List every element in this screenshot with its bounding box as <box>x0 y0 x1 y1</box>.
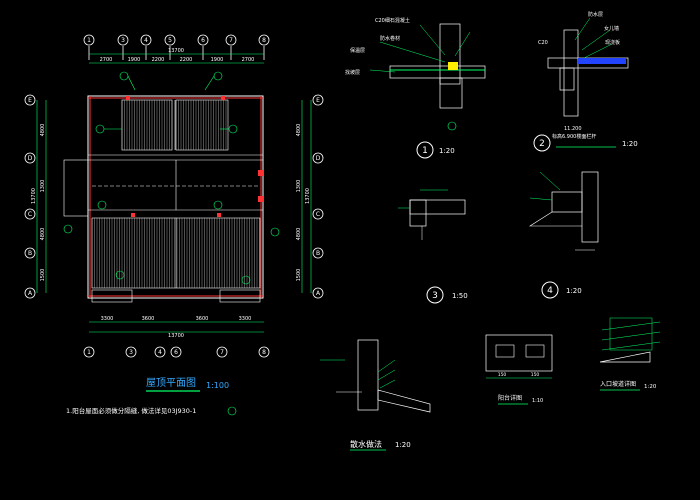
balcony-scale: 1:10 <box>532 398 543 404</box>
axis-label-top: 3 <box>121 37 125 44</box>
detail1-scale: 1:20 <box>439 147 455 155</box>
dimension-lines-side <box>36 100 312 293</box>
detail1-label: C20细石混凝土 <box>375 17 410 24</box>
dim-left: 1300 <box>40 180 46 193</box>
axis-label-right: E <box>316 97 320 104</box>
detail-2: 防水层 女儿墙 现浇板 C20 11.200 标高6.900楼面栏杆 2 1:2… <box>533 11 638 152</box>
detail2-note: 11.200 <box>564 126 582 132</box>
entrance-title: 入口坡道详图 <box>600 380 636 388</box>
plan-scale: 1:100 <box>206 381 229 390</box>
detail-1: C20细石混凝土 防水卷材 保温层 找坡层 1 1:20 <box>345 17 486 159</box>
plan-title: 屋顶平面图 <box>146 377 196 389</box>
axis-label-top: 6 <box>201 37 205 44</box>
detail2-top-label: C20 <box>538 40 548 46</box>
axis-label-right: D <box>316 155 321 162</box>
axis-label-top: 8 <box>262 37 266 44</box>
axis-label-right: A <box>316 290 321 297</box>
dimension-lines-top <box>89 53 264 64</box>
dim-top: 1900 <box>211 57 224 63</box>
axis-label-right: C <box>316 211 320 218</box>
axis-label-bottom: 3 <box>129 349 133 356</box>
axis-bubbles-top <box>88 46 265 60</box>
axis-label-left: D <box>28 155 33 162</box>
balcony-detail: 150 150 阳台详图 1:10 <box>485 334 553 405</box>
dim-right: 1500 <box>296 269 302 282</box>
dim-top: 2700 <box>100 57 113 63</box>
plan-internal-lines <box>63 100 263 303</box>
dim-top: 2200 <box>152 57 165 63</box>
roof-outline <box>87 95 264 299</box>
plan-note: 1.阳台屋面必须做分隔缝, 做法详见03J930-1 <box>66 406 196 415</box>
dimension-lines-bottom <box>89 321 264 333</box>
entrance-ramp-detail: 入口坡道详图 1:20 <box>599 317 661 391</box>
apron-detail: 散水做法 1:20 <box>320 339 431 451</box>
axis-label-bottom: 1 <box>87 349 91 356</box>
axis-label-left: B <box>28 250 32 257</box>
axis-label-left: A <box>28 290 33 297</box>
axis-label-bottom: 6 <box>174 349 178 356</box>
detail2-label: 女儿墙 <box>604 25 619 32</box>
axis-bubbles-top-circles <box>83 34 270 46</box>
dim-total-bottom: 13700 <box>168 333 184 339</box>
plan-callouts <box>63 71 280 285</box>
axis-label-right: B <box>316 250 320 257</box>
detail1-label: 保温层 <box>350 47 365 54</box>
dim-right: 4800 <box>296 124 302 137</box>
detail1-label: 防水卷材 <box>380 35 400 42</box>
axis-label-top: 5 <box>168 37 172 44</box>
axis-label-top: 7 <box>229 37 233 44</box>
detail-3: 3 1:50 <box>398 189 468 304</box>
apron-scale: 1:20 <box>395 441 411 449</box>
axis-label-top: 4 <box>144 37 148 44</box>
detail-4: 4 1:20 <box>528 171 599 299</box>
axis-label-bottom: 8 <box>262 349 266 356</box>
dim-top: 2700 <box>242 57 255 63</box>
apron-title: 散水做法 <box>350 439 382 449</box>
balcony-dim: 150 <box>498 372 507 378</box>
dim-bottom: 3600 <box>196 316 209 322</box>
dim-left: 1500 <box>40 269 46 282</box>
detail4-number: 4 <box>547 286 553 296</box>
axis-label-top: 1 <box>87 37 91 44</box>
detail2-number: 2 <box>539 139 545 149</box>
detail2-label: 防水层 <box>588 11 603 18</box>
dim-bottom: 3300 <box>239 316 252 322</box>
detail4-scale: 1:20 <box>566 287 582 295</box>
detail2-scale: 1:20 <box>622 140 638 148</box>
axis-label-left: C <box>28 211 32 218</box>
dim-top: 1900 <box>128 57 141 63</box>
dim-left: 4800 <box>40 228 46 241</box>
axis-label-left: E <box>28 97 32 104</box>
roof-slope-upper <box>121 99 229 151</box>
detail3-number: 3 <box>432 291 438 301</box>
roof-plan: 1 3 4 5 6 7 8 13700 2700 1900 2200 2200 … <box>24 34 324 416</box>
dim-total-right: 13700 <box>305 188 311 204</box>
detail3-scale: 1:50 <box>452 292 468 300</box>
dim-right: 4800 <box>296 228 302 241</box>
dim-bottom: 3600 <box>142 316 155 322</box>
balcony-dim: 150 <box>531 372 540 378</box>
axis-label-bottom: 7 <box>220 349 224 356</box>
axis-label-bottom: 4 <box>158 349 162 356</box>
dim-right: 1300 <box>296 180 302 193</box>
detail1-number: 1 <box>422 146 428 156</box>
detail2-note: 标高6.900楼面栏杆 <box>552 133 596 140</box>
dim-total-top: 13700 <box>168 48 184 54</box>
detail1-label: 找坡层 <box>345 69 360 76</box>
dim-bottom: 3300 <box>101 316 114 322</box>
dim-left: 4800 <box>40 124 46 137</box>
entrance-scale: 1:20 <box>644 384 657 390</box>
balcony-title: 阳台详图 <box>498 394 522 402</box>
dim-total-left: 13700 <box>31 188 37 204</box>
detail2-label: 现浇板 <box>605 39 620 46</box>
dim-top: 2200 <box>180 57 193 63</box>
